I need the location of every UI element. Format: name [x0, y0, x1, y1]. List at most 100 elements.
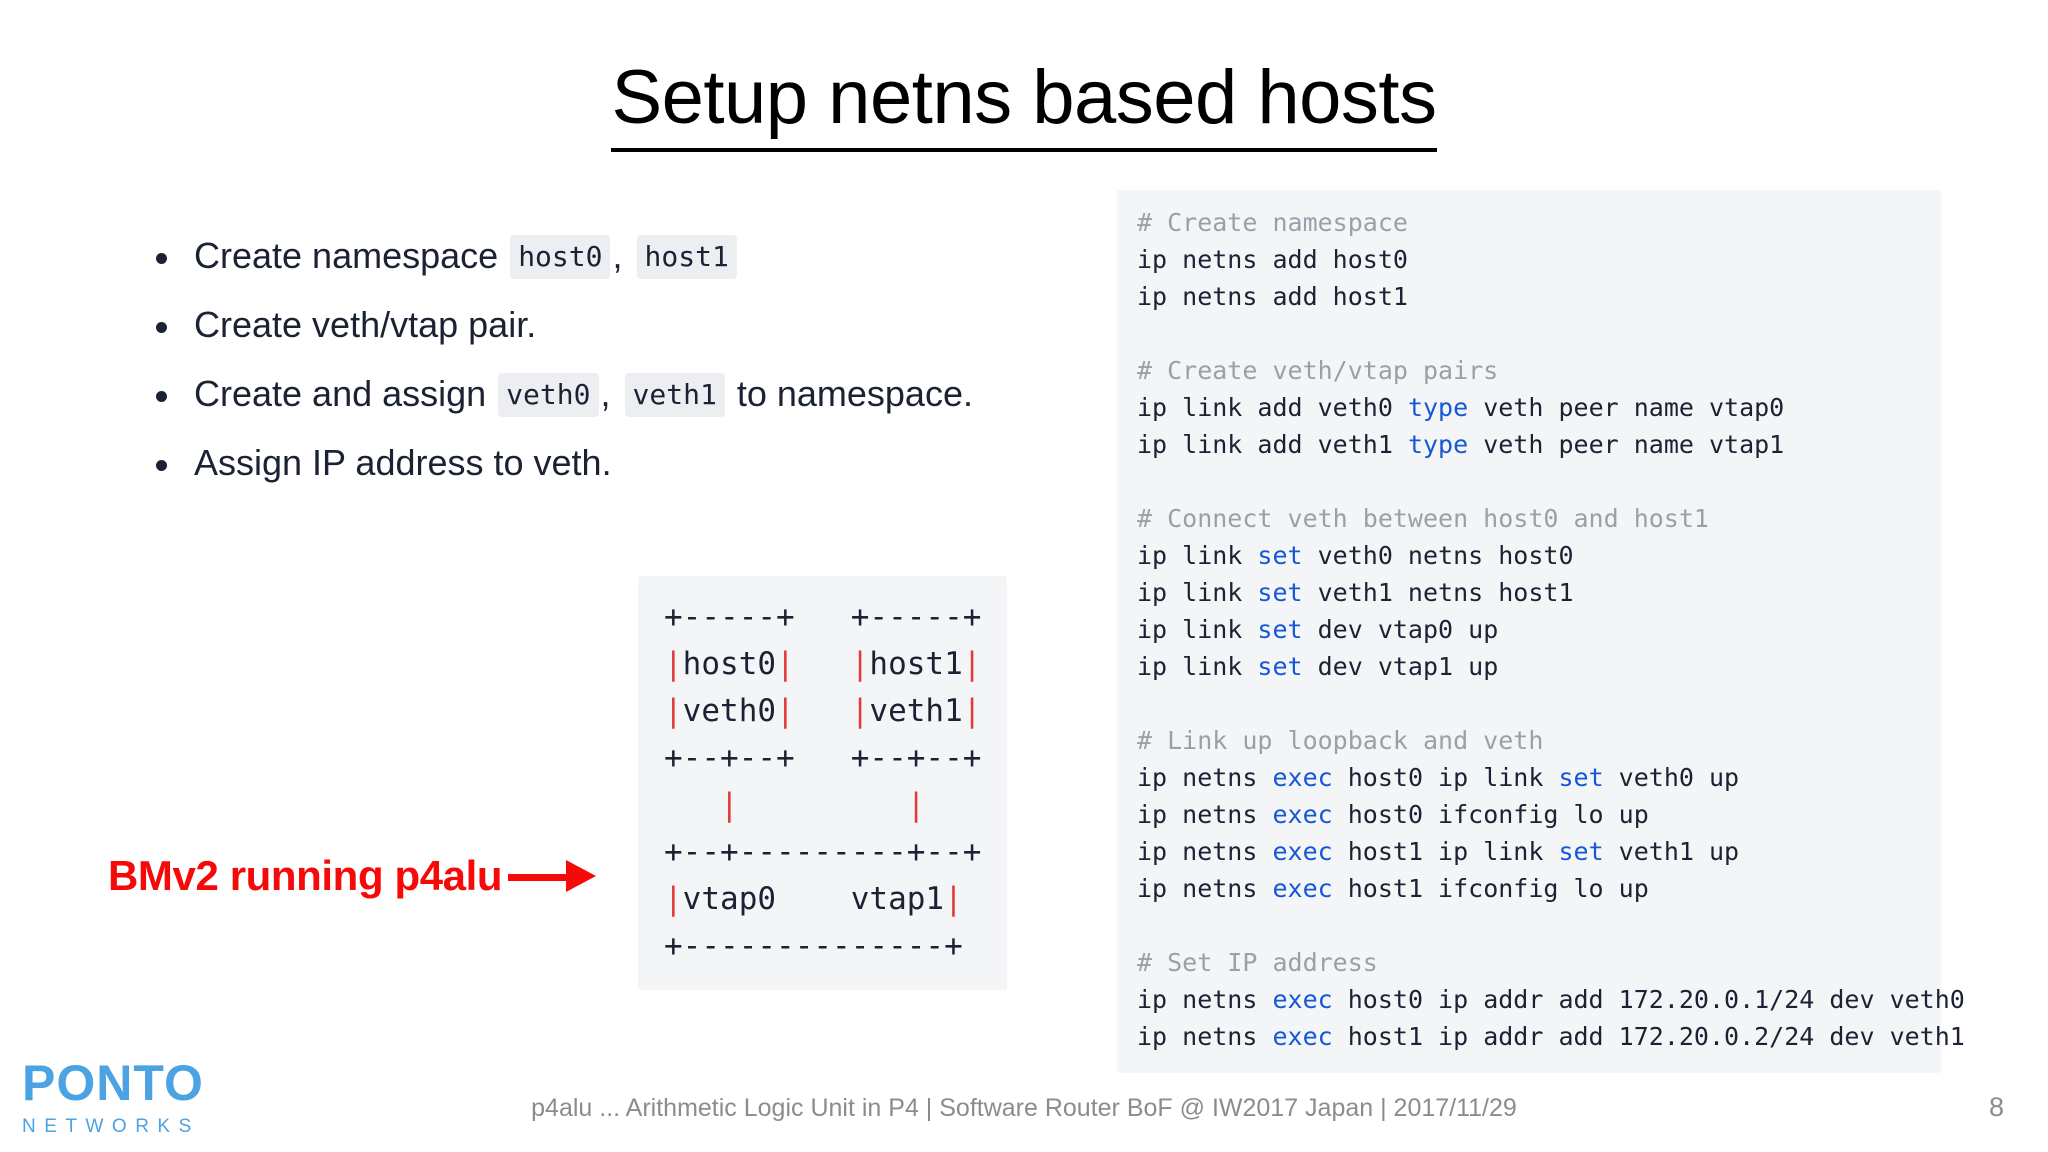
page-title: Setup netns based hosts — [0, 56, 2048, 152]
code-token-plain: host1 ip addr add 172.20.0.2/24 dev veth… — [1332, 1022, 1965, 1051]
code-token-plain: host1 ip link — [1332, 837, 1559, 866]
code-token-comment: # Connect veth between host0 and host1 — [1137, 504, 1709, 533]
code-token-plain: ip netns — [1137, 837, 1273, 866]
bullet-item-assign-ip-address: Assign IP address to veth. — [152, 445, 912, 481]
code-token-plain: host0 ip addr add 172.20.0.1/24 dev veth… — [1332, 985, 1965, 1014]
code-token-kw: set — [1558, 763, 1604, 792]
code-line — [1137, 463, 1941, 500]
bullet-text: Create veth/vtap pair. — [194, 304, 537, 345]
bmv2-annotation: BMv2 running p4alu — [108, 852, 597, 900]
code-token-plain: ip netns — [1137, 1022, 1273, 1051]
code-line: # Create namespace — [1137, 204, 1941, 241]
bmv2-annotation-label: BMv2 running p4alu — [108, 852, 503, 899]
code-line: ip link add veth1 type veth peer name vt… — [1137, 426, 1941, 463]
code-token-plain: ip link — [1137, 615, 1258, 644]
code-token-plain: ip netns add host1 — [1137, 282, 1408, 311]
code-line: ip netns exec host0 ip link set veth0 up — [1137, 759, 1941, 796]
code-line: # Link up loopback and veth — [1137, 722, 1941, 759]
code-line: ip link set veth1 netns host1 — [1137, 574, 1941, 611]
code-token-comment: # Set IP address — [1137, 948, 1378, 977]
ascii-line: +--+---------+--+ — [664, 834, 982, 870]
logo-wordmark: PONTO — [22, 1055, 204, 1111]
bullet-text: Create and assign — [194, 373, 487, 414]
code-token-plain: veth1 up — [1603, 837, 1740, 866]
code-line — [1137, 315, 1941, 352]
bullet-text-tail: to namespace. — [726, 373, 973, 414]
bullet-separator: , — [612, 235, 623, 276]
code-token-plain: ip link add veth1 — [1137, 430, 1408, 459]
page-title-text: Setup netns based hosts — [611, 56, 1437, 152]
ascii-line: |host0| |host1| — [664, 646, 982, 682]
ascii-line: +-----+ +-----+ — [664, 599, 982, 635]
code-token-plain: ip netns — [1137, 763, 1273, 792]
code-token-kw: set — [1257, 578, 1303, 607]
inline-code-host1: host1 — [636, 235, 737, 279]
inline-code-veth1: veth1 — [624, 373, 725, 417]
code-token-plain: ip netns — [1137, 874, 1273, 903]
code-line: ip netns exec host0 ifconfig lo up — [1137, 796, 1941, 833]
ascii-line: +--------------+ — [664, 928, 963, 964]
code-token-kw: exec — [1272, 985, 1333, 1014]
code-token-plain: ip link — [1137, 578, 1258, 607]
bullet-text: Assign IP address to veth. — [194, 442, 612, 483]
code-line: ip netns exec host1 ip addr add 172.20.0… — [1137, 1018, 1965, 1055]
code-token-kw: exec — [1272, 763, 1333, 792]
code-token-comment: # Link up loopback and veth — [1137, 726, 1544, 755]
inline-code-veth0: veth0 — [498, 373, 599, 417]
code-line: ip link set veth0 netns host0 — [1137, 537, 1941, 574]
ascii-line: |vtap0 vtap1| — [664, 881, 963, 917]
code-token-plain: dev vtap0 up — [1302, 615, 1499, 644]
code-line — [1137, 685, 1941, 722]
code-token-kw: exec — [1272, 800, 1333, 829]
code-line: ip netns exec host1 ip link set veth1 up — [1137, 833, 1941, 870]
code-line: ip link set dev vtap0 up — [1137, 611, 1941, 648]
shell-code-lines: # Create namespace ip netns add host0 ip n… — [1117, 204, 1965, 1055]
code-token-plain: ip link — [1137, 541, 1258, 570]
code-line: ip netns add host0 — [1137, 241, 1941, 278]
code-token-plain: veth0 netns host0 — [1302, 541, 1574, 570]
inline-code-host0: host0 — [510, 235, 611, 279]
bullet-separator: , — [600, 373, 611, 414]
code-token-plain: ip link add veth0 — [1137, 393, 1408, 422]
logo-tagline: NETWORKS — [22, 1116, 200, 1137]
code-line: # Set IP address — [1137, 944, 1941, 981]
code-token-comment: # Create namespace — [1137, 208, 1408, 237]
code-token-kw: type — [1407, 393, 1469, 422]
bullet-item-create-namespace: Create namespace host0, host1 — [152, 235, 912, 279]
ascii-line: |veth0| |veth1| — [664, 693, 982, 729]
ponto-networks-logo: PONTO NETWORKS — [22, 1058, 272, 1136]
ascii-diagram-panel: +-----+ +-----+ |host0| |host1| |veth0| … — [638, 576, 1008, 990]
code-token-kw: set — [1257, 615, 1303, 644]
code-token-plain: ip link — [1137, 652, 1258, 681]
code-token-kw: set — [1257, 541, 1303, 570]
code-token-plain: veth peer name vtap1 — [1468, 430, 1785, 459]
code-token-plain: dev vtap1 up — [1302, 652, 1499, 681]
code-token-plain: host0 ip link — [1332, 763, 1559, 792]
code-token-kw: exec — [1272, 1022, 1333, 1051]
code-token-plain: ip netns — [1137, 985, 1273, 1014]
code-token-kw: exec — [1272, 874, 1333, 903]
code-token-plain: ip netns add host0 — [1137, 245, 1408, 274]
code-line: # Connect veth between host0 and host1 — [1137, 500, 1941, 537]
ascii-line: +--+--+ +--+--+ — [664, 740, 982, 776]
right-arrow-icon — [508, 860, 597, 892]
code-token-comment: # Create veth/vtap pairs — [1137, 356, 1499, 385]
code-token-plain: host1 ifconfig lo up — [1332, 874, 1649, 903]
code-line — [1137, 907, 1941, 944]
code-token-kw: set — [1257, 652, 1303, 681]
code-token-kw: exec — [1272, 837, 1333, 866]
code-line: ip netns add host1 — [1137, 278, 1941, 315]
code-token-plain: ip netns — [1137, 800, 1273, 829]
code-line: ip netns exec host1 ifconfig lo up — [1137, 870, 1941, 907]
code-token-kw: set — [1558, 837, 1604, 866]
code-token-plain: host0 ifconfig lo up — [1332, 800, 1649, 829]
code-line: # Create veth/vtap pairs — [1137, 352, 1941, 389]
bullet-text: Create namespace — [194, 235, 499, 276]
code-line: ip link add veth0 type veth peer name vt… — [1137, 389, 1941, 426]
page-number: 8 — [1988, 1092, 2004, 1122]
footer-caption: p4alu ... Arithmetic Logic Unit in P4 | … — [531, 1094, 1517, 1122]
bullet-item-create-assign-veth: Create and assign veth0, veth1 to namesp… — [152, 373, 973, 417]
shell-code-panel: # Create namespace ip netns add host0 ip n… — [1117, 190, 1965, 1073]
code-line: ip link set dev vtap1 up — [1137, 648, 1941, 685]
